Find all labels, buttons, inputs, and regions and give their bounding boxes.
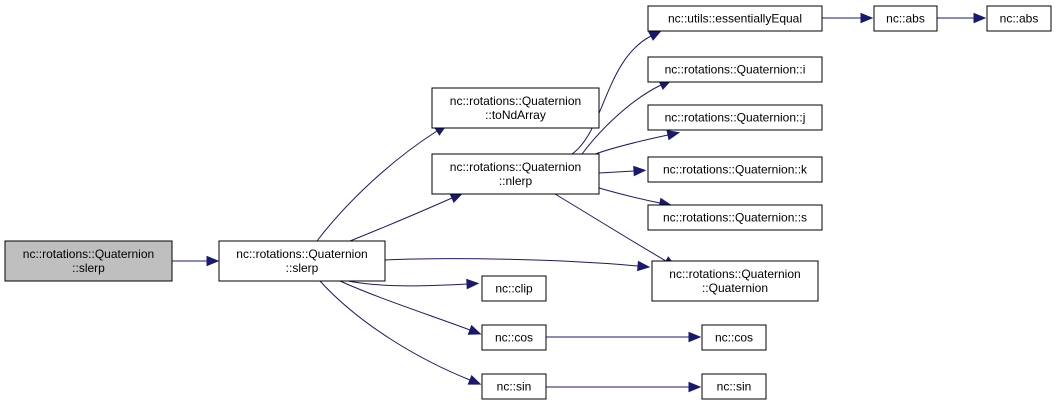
- node-label: ::nlerp: [499, 174, 533, 188]
- edge-cos1-to-cos2: [546, 331, 702, 343]
- edge-line: [571, 35, 652, 155]
- edge-sin1-to-sin2: [546, 381, 702, 393]
- node-box: [986, 5, 1052, 32]
- node-box: [4, 240, 173, 282]
- node-box: [481, 324, 547, 351]
- edge-abs1-to-abs2: [937, 12, 987, 24]
- node-label: nc::rotations::Quaternion: [669, 267, 800, 281]
- node-qi[interactable]: nc::rotations::Quaternion::i: [647, 56, 823, 83]
- node-box: [647, 156, 823, 183]
- arrowhead-icon: [973, 12, 987, 24]
- node-toNdArray[interactable]: nc::rotations::Quaternion::toNdArray: [431, 87, 600, 129]
- node-label: nc::rotations::Quaternion: [450, 94, 581, 108]
- node-label: nc::rotations::Quaternion::s: [663, 211, 807, 225]
- arrowhead-icon: [206, 255, 220, 267]
- arrowhead-icon: [466, 278, 480, 290]
- edge-root-to-quat_slerp: [172, 255, 220, 267]
- arrowhead-icon: [666, 129, 681, 141]
- edge-line: [316, 130, 438, 242]
- edge-line: [339, 280, 471, 331]
- node-label: nc::rotations::Quaternion: [450, 160, 581, 174]
- arrowhead-icon: [449, 193, 464, 204]
- arrowhead-icon: [637, 260, 651, 272]
- edge-line: [554, 193, 667, 262]
- arrowhead-icon: [688, 331, 702, 343]
- node-label: nc::sin: [497, 380, 532, 394]
- node-essentiallyEqual[interactable]: nc::utils::essentiallyEqual: [647, 5, 823, 32]
- edge-line: [598, 187, 661, 204]
- node-qk[interactable]: nc::rotations::Quaternion::k: [647, 156, 823, 183]
- node-qj[interactable]: nc::rotations::Quaternion::j: [647, 104, 823, 131]
- arrowhead-icon: [648, 30, 662, 41]
- edge-line: [598, 170, 635, 174]
- node-label: ::slerp: [286, 261, 319, 275]
- arrowhead-icon: [860, 12, 874, 24]
- node-box: [647, 204, 823, 231]
- nodes-layer: nc::rotations::Quaternion::slerpnc::rota…: [4, 5, 1052, 400]
- edge-quat_slerp-to-nlerp: [349, 193, 464, 242]
- node-box: [651, 260, 819, 302]
- edge-quat_slerp-to-ctor: [384, 258, 651, 272]
- node-abs2[interactable]: nc::abs: [986, 5, 1052, 32]
- arrowhead-icon: [633, 165, 647, 177]
- node-label: nc::rotations::Quaternion::i: [665, 63, 806, 77]
- edge-quat_slerp-to-clip: [347, 278, 480, 290]
- node-sin2[interactable]: nc::sin: [701, 373, 767, 400]
- node-box: [647, 104, 823, 131]
- arrowhead-icon: [688, 381, 702, 393]
- node-box: [481, 373, 547, 400]
- node-label: ::toNdArray: [485, 108, 546, 122]
- node-label: nc::utils::essentiallyEqual: [668, 12, 802, 26]
- node-nlerp[interactable]: nc::rotations::Quaternion::nlerp: [431, 153, 600, 195]
- node-label: nc::abs: [886, 12, 925, 26]
- edge-line: [319, 280, 471, 381]
- node-label: nc::rotations::Quaternion: [23, 247, 154, 261]
- node-box: [701, 324, 767, 351]
- arrowhead-icon: [467, 324, 482, 335]
- node-box: [647, 5, 823, 32]
- edges-layer: [172, 12, 987, 393]
- edge-nlerp-to-qk: [598, 165, 647, 177]
- node-clip[interactable]: nc::clip: [481, 275, 547, 302]
- edge-quat_slerp-to-toNdArray: [316, 124, 448, 242]
- node-box: [873, 5, 938, 32]
- node-box: [218, 240, 386, 282]
- node-qs[interactable]: nc::rotations::Quaternion::s: [647, 204, 823, 231]
- node-quat_slerp[interactable]: nc::rotations::Quaternion::slerp: [218, 240, 386, 282]
- node-cos1[interactable]: nc::cos: [481, 324, 547, 351]
- node-label: ::slerp: [72, 261, 105, 275]
- node-label: nc::rotations::Quaternion::k: [663, 163, 808, 177]
- node-abs1[interactable]: nc::abs: [873, 5, 938, 32]
- node-box: [647, 56, 823, 83]
- node-label: nc::rotations::Quaternion::j: [665, 111, 806, 125]
- edge-line: [581, 84, 662, 155]
- edge-nlerp-to-qj: [589, 129, 681, 157]
- node-cos2[interactable]: nc::cos: [701, 324, 767, 351]
- edge-essentiallyEqual-to-abs1: [822, 12, 874, 24]
- node-label: nc::rotations::Quaternion: [236, 247, 367, 261]
- node-ctor[interactable]: nc::rotations::Quaternion::Quaternion: [651, 260, 819, 302]
- node-label: nc::abs: [1000, 12, 1039, 26]
- node-label: nc::cos: [495, 331, 533, 345]
- edge-line: [349, 197, 453, 242]
- arrowhead-icon: [467, 374, 482, 385]
- edge-line: [589, 134, 669, 157]
- node-root: nc::rotations::Quaternion::slerp: [4, 240, 173, 282]
- node-box: [701, 373, 767, 400]
- node-label: ::Quaternion: [702, 281, 768, 295]
- node-box: [431, 153, 600, 195]
- node-sin1[interactable]: nc::sin: [481, 373, 547, 400]
- node-box: [431, 87, 600, 129]
- node-label: nc::clip: [495, 282, 533, 296]
- edge-quat_slerp-to-cos1: [339, 280, 482, 335]
- edge-quat_slerp-to-sin1: [319, 280, 482, 385]
- node-box: [481, 275, 547, 302]
- edge-line: [347, 280, 468, 287]
- edge-line: [384, 258, 639, 267]
- node-label: nc::cos: [715, 331, 753, 345]
- node-label: nc::sin: [717, 380, 752, 394]
